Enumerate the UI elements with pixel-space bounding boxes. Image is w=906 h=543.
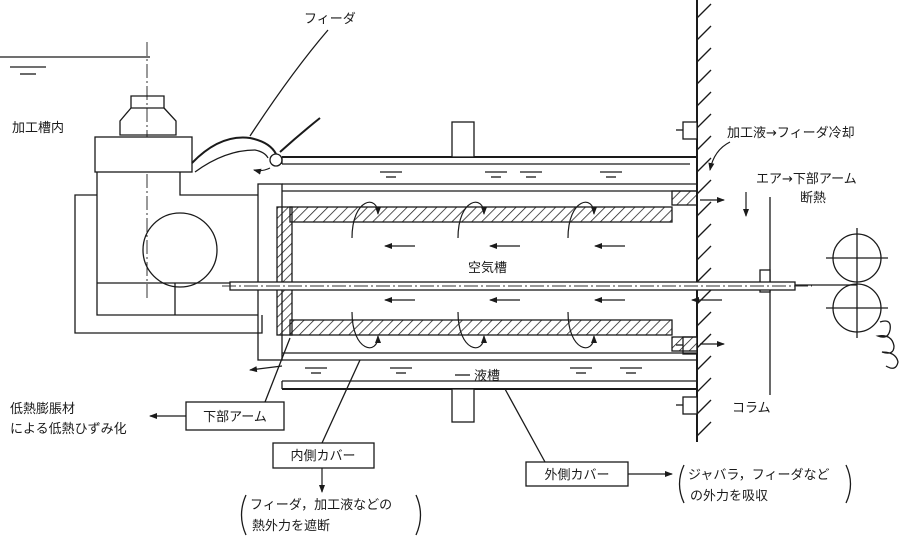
air-chamber-label: 空気槽 <box>468 260 507 276</box>
outer-cover-box <box>525 461 629 487</box>
outer-cover-label: 外側カバー <box>544 468 609 483</box>
column-hatch-mark <box>696 135 712 151</box>
feeder-hose <box>191 117 321 175</box>
inner-cover-leader <box>321 359 361 444</box>
air-label-line1: エア→下部アーム <box>756 172 857 187</box>
top-block <box>451 121 475 158</box>
column-hatch-mark <box>696 421 712 437</box>
outer-cover <box>281 156 697 390</box>
outer-note-bracket-left <box>678 464 685 504</box>
low-thermal-label-line2: による低熱ひずみ化 <box>10 422 127 437</box>
air-label-line2: 断熱 <box>800 191 826 206</box>
outer-note-bracket-right <box>845 464 852 504</box>
inner-note-bracket-left <box>240 494 247 536</box>
feeder-label: フィーダ <box>304 12 356 27</box>
column-bolt <box>676 396 698 415</box>
outer-cover-leader <box>504 388 546 463</box>
liquid-chamber-label: 液槽 <box>474 369 500 384</box>
wire-rollers <box>826 228 899 369</box>
feeder-leader-line <box>249 29 329 137</box>
inner-note-line2: 熱外力を遮断 <box>252 518 330 534</box>
inner-note-bracket-right <box>415 494 422 536</box>
bottom-block <box>451 388 475 423</box>
feeder-head <box>74 95 263 334</box>
coolant-label: 加工液→フィーダ冷却 <box>727 126 855 141</box>
column-hatch-mark <box>696 157 712 173</box>
column-hatch-mark <box>696 69 712 85</box>
column-hatch-mark <box>696 201 712 217</box>
tank-inside-label: 加工槽内 <box>12 120 64 136</box>
outer-note-line2: の外力を吸収 <box>690 489 768 504</box>
inner-cover-box <box>272 442 375 469</box>
column-hatch-mark <box>696 311 712 327</box>
coolant-arrow <box>708 141 731 171</box>
inner-note-line1: フィーダ，加工液などの <box>250 498 392 513</box>
column-hatch-mark <box>696 245 712 261</box>
lower-arm-label: 下部アーム <box>203 410 267 425</box>
air-flow-arrows <box>249 197 725 373</box>
column-hatch-mark <box>696 267 712 283</box>
column-hatch-mark <box>696 377 712 393</box>
column-hatch-mark <box>696 179 712 195</box>
column-hatch-mark <box>696 223 712 239</box>
column-hatch-mark <box>696 399 712 415</box>
column <box>676 0 712 442</box>
low-thermal-label-line1: 低熱膨脹材 <box>10 402 75 417</box>
water-surface <box>0 56 150 75</box>
feeder-nozzle <box>269 153 283 167</box>
column-label: コラム <box>732 401 771 416</box>
motor-circle <box>142 212 218 288</box>
column-hatch-mark <box>696 3 712 19</box>
liquid-level-marks <box>305 171 642 376</box>
column-hatch-mark <box>696 113 712 129</box>
column-hatch-mark <box>696 289 712 305</box>
column-bolt <box>676 121 698 140</box>
right-wall <box>759 197 771 395</box>
column-hatch-mark <box>696 333 712 349</box>
column-hatch-mark <box>696 25 712 41</box>
inner-cover-label: 内側カバー <box>290 448 355 464</box>
outer-note-line1: ジャバラ，フィーダなど <box>688 468 829 483</box>
column-hatch-mark <box>696 91 712 107</box>
column-hatch-mark <box>696 47 712 63</box>
lower-arm-box <box>185 401 285 431</box>
column-hatch-mark <box>696 355 712 371</box>
lower-arm-leader <box>264 337 291 403</box>
